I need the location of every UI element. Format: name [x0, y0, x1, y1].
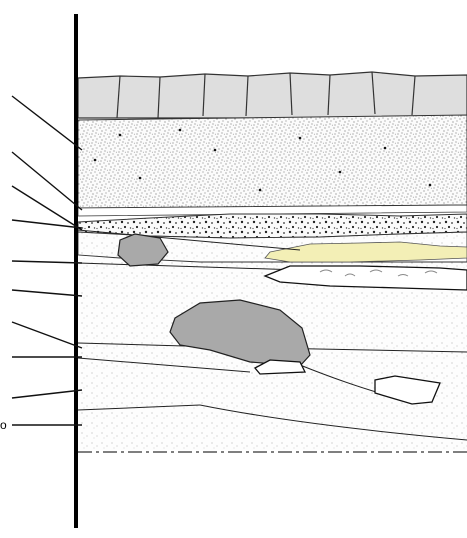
leader-lines: [12, 96, 82, 425]
leader-line-9: [12, 390, 82, 398]
dense-stipple-layer: [78, 115, 467, 208]
paving-stones-layer: [78, 72, 467, 118]
clipped-edge-label: o: [0, 418, 7, 432]
leader-line-2: [12, 152, 82, 210]
leader-line-7: [12, 322, 82, 348]
leader-line-1: [12, 96, 82, 150]
leader-line-5: [12, 261, 82, 263]
small-boulder: [118, 234, 168, 266]
leader-line-6: [12, 290, 82, 296]
